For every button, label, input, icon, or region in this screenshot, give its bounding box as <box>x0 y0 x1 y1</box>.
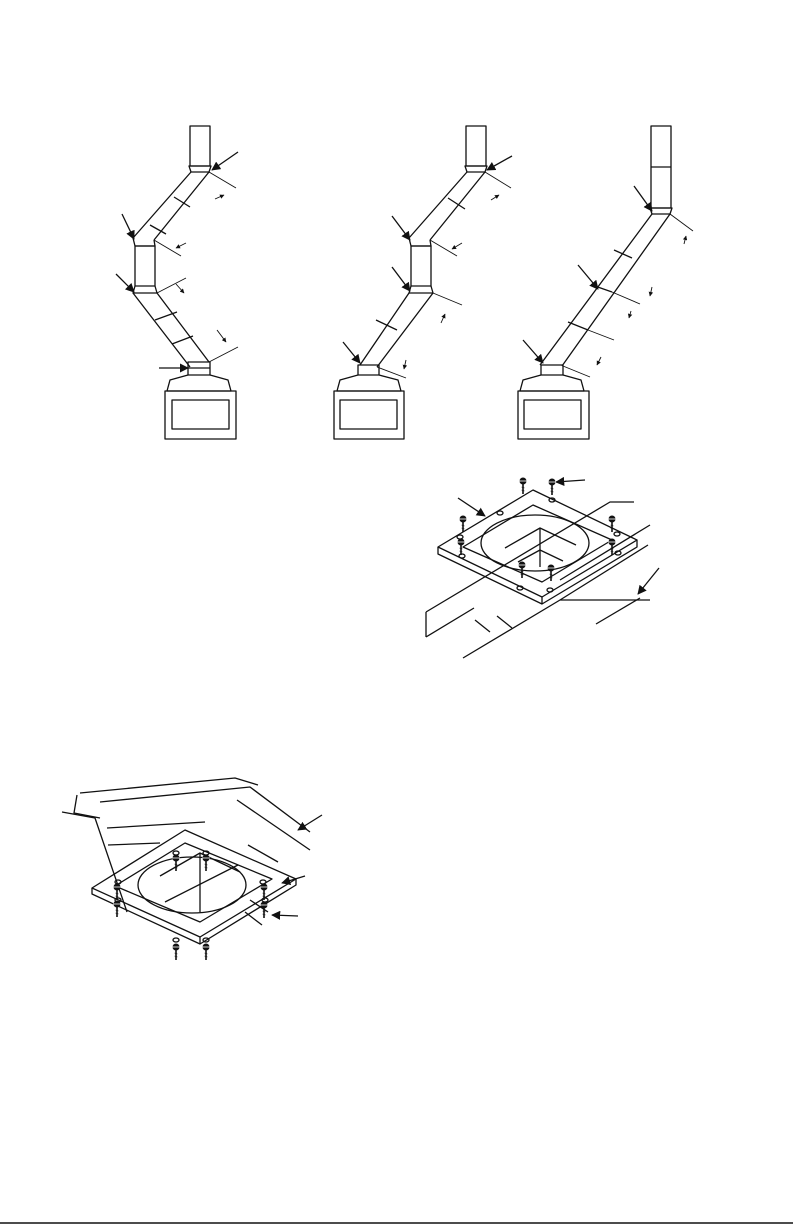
firestop-diagram-top <box>426 480 659 658</box>
firestop-screws-top <box>457 478 616 582</box>
offset-vent-diagram-2 <box>334 126 512 439</box>
offset-vent-diagram-3 <box>518 126 693 439</box>
firestop-diagram-bottom <box>62 778 322 944</box>
firestop-screws-bottom <box>113 855 268 961</box>
offset-vent-diagram-1 <box>116 126 238 439</box>
